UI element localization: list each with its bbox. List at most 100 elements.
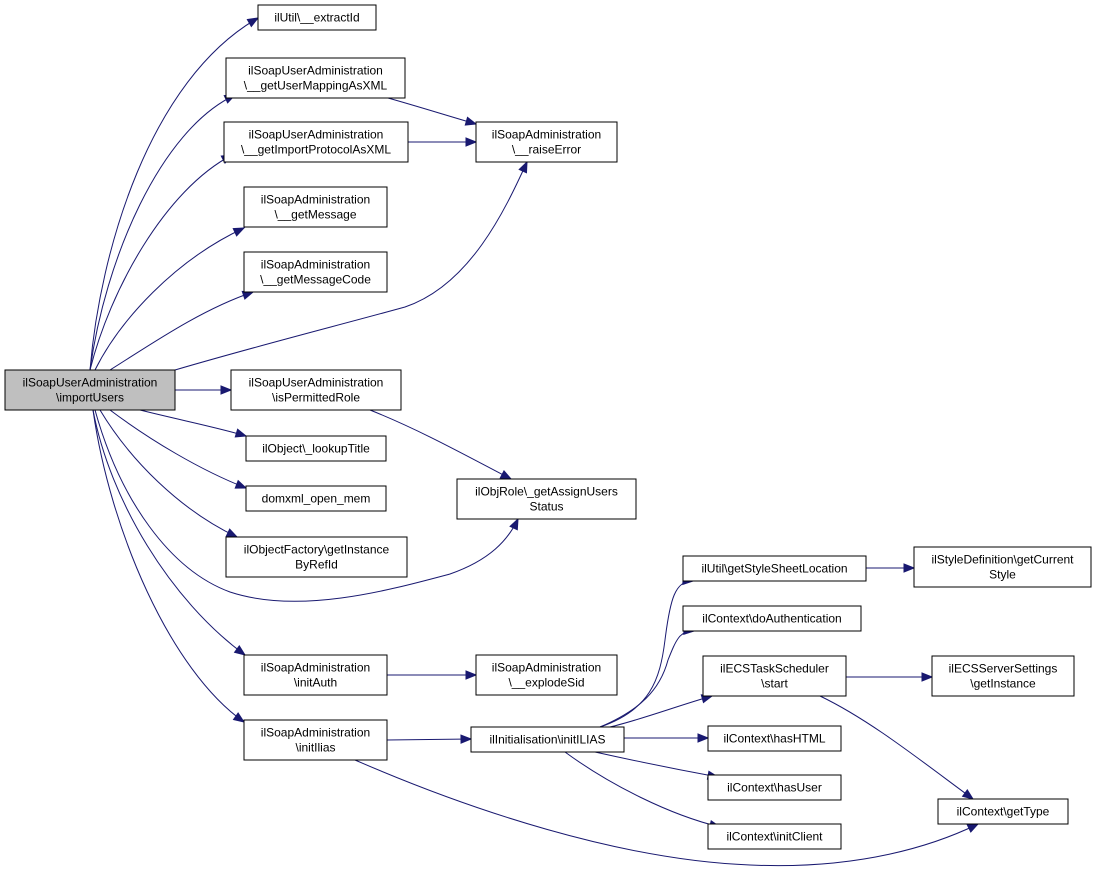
graph-node-n7[interactable]: ilSoapUserAdministration\isPermittedRole (230, 369, 402, 411)
edge-n2-n4 (387, 97, 478, 126)
edge-n15-n23 (564, 751, 722, 830)
node-label: ilSoapAdministration (261, 193, 370, 207)
arrowhead-icon (903, 563, 916, 573)
edge-n0-n5 (94, 227, 246, 371)
arrowhead-icon (961, 788, 975, 800)
graph-node-n2[interactable]: ilSoapUserAdministration\__getUserMappin… (225, 57, 406, 99)
node-label: ilSoapAdministration (492, 128, 601, 142)
graph-node-n22[interactable]: ilContext\hasUser (707, 774, 842, 801)
graph-node-n19[interactable]: ilECSTaskScheduler\start (702, 655, 847, 697)
arrowhead-icon (232, 712, 246, 723)
node-label: \initIlias (295, 741, 335, 755)
node-label: ilSoapAdministration (261, 258, 370, 272)
node-box (682, 555, 867, 582)
edge-line (109, 291, 254, 371)
graph-node-n18[interactable]: ilContext\doAuthentication (682, 605, 862, 632)
edge-line (89, 94, 236, 371)
edge-line (99, 409, 238, 538)
edge-line (387, 97, 477, 125)
graph-node-n24[interactable]: ilContext\getType (937, 798, 1069, 825)
arrowhead-icon (232, 227, 246, 237)
graph-node-n14[interactable]: ilSoapAdministration\initIlias (243, 719, 388, 761)
edge-line (94, 227, 245, 371)
node-box (243, 654, 388, 696)
arrowhead-icon (246, 17, 260, 28)
edge-line (89, 154, 233, 371)
edge-line (174, 161, 528, 371)
graph-node-n6[interactable]: ilSoapAdministration\__getMessageCode (243, 251, 388, 293)
edge-line (369, 409, 512, 480)
node-label: \getInstance (970, 677, 1036, 691)
graph-node-n3[interactable]: ilSoapUserAdministration\__getImportProt… (223, 121, 409, 163)
edge-n0-n11 (99, 409, 239, 538)
graph-node-n1[interactable]: ilUtil\__extractId (257, 4, 377, 31)
edge-line (594, 751, 719, 778)
edge-line (564, 751, 721, 828)
graph-node-n8[interactable]: ilObject\_lookupTitle (245, 435, 387, 462)
graph-node-n4[interactable]: ilSoapAdministration\__raiseError (475, 121, 618, 163)
edge-n0-n6 (109, 290, 255, 371)
node-label: \start (761, 677, 788, 691)
node-box (245, 485, 387, 512)
node-box (225, 57, 406, 99)
node-box (243, 719, 388, 761)
edge-n15-n19 (609, 694, 714, 728)
arrowhead-icon (460, 734, 473, 744)
node-label: \isPermittedRole (272, 391, 360, 405)
node-label: ilContext\getType (957, 805, 1050, 819)
edge-line (354, 759, 979, 867)
node-box (707, 725, 842, 752)
arrowhead-icon (465, 670, 478, 680)
graph-node-n0[interactable]: ilSoapUserAdministration\importUsers (4, 369, 176, 411)
node-label: \__raiseError (512, 143, 581, 157)
arrowhead-icon (234, 428, 248, 438)
node-label: ilSoapUserAdministration (249, 376, 384, 390)
node-label: ilObjRole\_getAssignUsers (475, 485, 618, 499)
arrowhead-icon (921, 672, 934, 682)
edge-line (599, 580, 694, 728)
node-label: Status (529, 500, 563, 514)
edge-n0-n4 (174, 160, 528, 371)
graph-node-n13[interactable]: ilSoapAdministration\__explodeSid (475, 654, 618, 696)
edge-n19-n24 (819, 695, 975, 800)
node-box (937, 798, 1069, 825)
node-label: ilSoapUserAdministration (249, 128, 384, 142)
edge-n15-n16 (599, 575, 695, 728)
node-label: ilSoapAdministration (492, 661, 601, 675)
edge-line (599, 630, 695, 728)
node-layer: ilSoapUserAdministration\importUsers ilUt… (4, 4, 1092, 850)
node-label: ilObject\_lookupTitle (262, 442, 370, 456)
edge-line (94, 409, 519, 602)
node-box (456, 478, 637, 520)
graph-node-n16[interactable]: ilUtil\getStyleSheetLocation (682, 555, 867, 582)
graph-node-n5[interactable]: ilSoapAdministration\__getMessage (243, 186, 388, 228)
node-box (913, 546, 1092, 588)
edge-line (92, 409, 246, 656)
edge-line (89, 17, 259, 371)
node-box (707, 774, 842, 801)
edge-line (609, 695, 713, 728)
node-box (230, 369, 402, 411)
node-box (243, 186, 388, 228)
graph-node-n23[interactable]: ilContext\initClient (707, 823, 842, 850)
node-label: \__getUserMappingAsXML (244, 79, 388, 93)
graph-node-n12[interactable]: ilSoapAdministration\initAuth (243, 654, 388, 696)
arrowhead-icon (509, 517, 519, 531)
graph-node-n15[interactable]: ilInitialisation\initILIAS (470, 726, 625, 753)
node-label: ilUtil\getStyleSheetLocation (701, 562, 847, 576)
node-label: ilSoapAdministration (261, 726, 370, 740)
graph-node-n20[interactable]: ilECSServerSettings\getInstance (931, 655, 1075, 697)
node-label: \__getMessage (274, 208, 356, 222)
edge-line (92, 409, 245, 723)
edge-n7-n10 (369, 409, 513, 480)
graph-node-n9[interactable]: domxml_open_mem (245, 485, 387, 512)
edge-n0-n7 (175, 385, 233, 395)
graph-node-n21[interactable]: ilContext\hasHTML (707, 725, 842, 752)
edge-n0-n10 (94, 409, 519, 602)
node-label: ilContext\doAuthentication (702, 612, 841, 626)
node-box (257, 4, 377, 31)
